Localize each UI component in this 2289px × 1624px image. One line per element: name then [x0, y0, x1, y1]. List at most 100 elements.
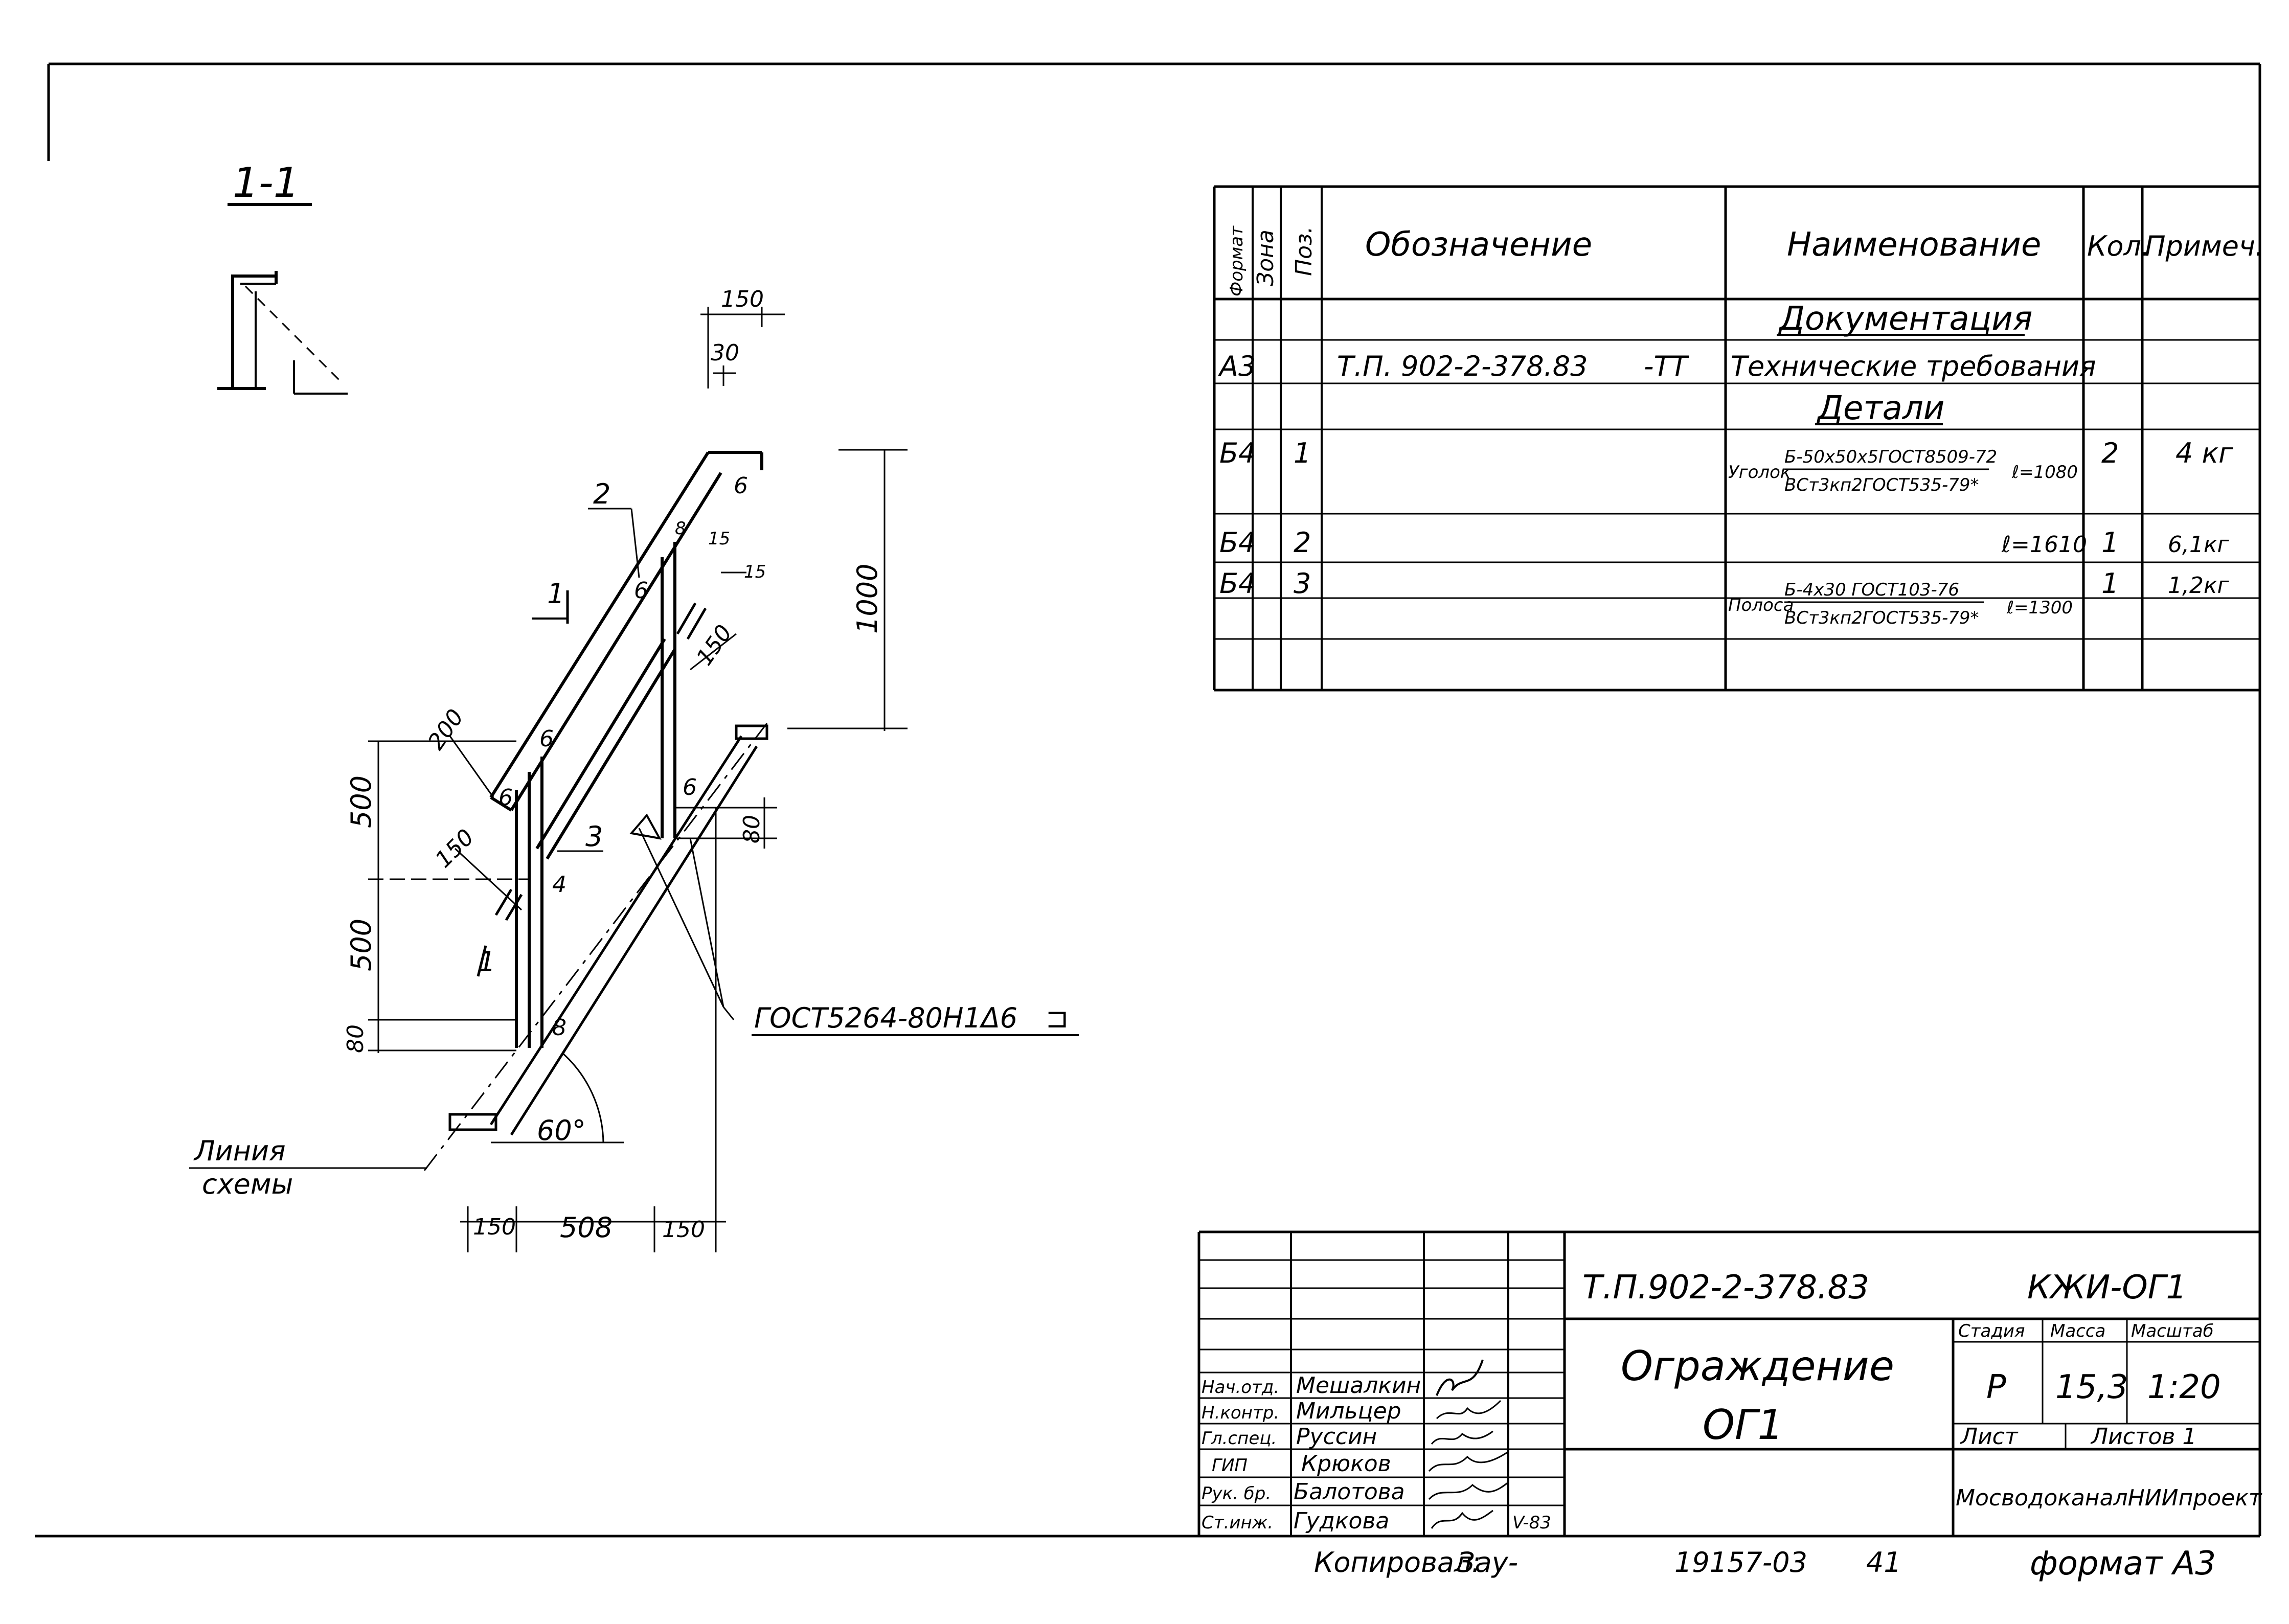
tb-sheet-label: Лист — [1960, 1424, 2019, 1450]
tb-title-2: ОГ1 — [1703, 1401, 1783, 1449]
dim-top: 150 30 — [700, 286, 785, 388]
dim-500-bot: 500 — [345, 919, 377, 971]
row3-qty: 1 — [2101, 567, 2119, 600]
tb-title-1: Ограждение — [1621, 1342, 1894, 1390]
row1-length: ℓ=1080 — [2011, 462, 2078, 483]
footer-inventory: 19157-03 — [1674, 1546, 1807, 1579]
cut-label-top: 1 — [547, 578, 564, 610]
dim-15b: 15 — [744, 562, 766, 582]
schema-label-1: Линия — [193, 1135, 286, 1167]
thk-label: 8 — [675, 518, 686, 539]
title-block: Т.П.902-2-378.83 КЖИ-ОГ1 Ограждение ОГ1 … — [1197, 1230, 2262, 1536]
schema-label-2: схемы — [202, 1168, 293, 1200]
tb-scale-label: Масштаб — [2131, 1321, 2214, 1341]
tb-organization: МосводоканалНИИпроект — [1956, 1485, 2262, 1511]
weld-leaders: ГОСТ5264-80Н1Δ6 ⊐ — [629, 813, 1079, 1036]
thk-label: 6 — [683, 774, 697, 800]
tb-mass-label: Масса — [2050, 1321, 2105, 1341]
dim-150-top: 150 — [721, 286, 764, 312]
sheet-frame — [35, 62, 2261, 1538]
stringer — [423, 723, 768, 1242]
header-note: Примеч. — [2145, 230, 2264, 262]
tb-role: Нач.отд. — [1202, 1377, 1279, 1398]
middle-rail — [494, 602, 707, 921]
row1-format: Б4 — [1219, 437, 1256, 469]
dim-150-b2: 150 — [662, 1217, 705, 1243]
tb-doc-number: Т.П.902-2-378.83 — [1582, 1269, 1869, 1307]
dim-1000: 1000 — [787, 449, 908, 731]
spec-table: Формат Зона Поз. Обозначение Наименовани… — [1213, 185, 2264, 692]
pos-2-label: 2 — [593, 478, 610, 510]
row0-designation: Т.П. 902-2-378.83 — [1337, 350, 1588, 382]
header-name: Наименование — [1787, 226, 2041, 264]
footer: Копировал: Зау- 19157-03 41 формат А3 — [1314, 1545, 2216, 1583]
dim-150-left: 150 — [430, 824, 523, 911]
row3-format: Б4 — [1219, 567, 1256, 600]
header-pos: Поз. — [1291, 226, 1317, 276]
dim-200: 200 — [423, 704, 494, 798]
tb-person: Крюков — [1301, 1451, 1391, 1477]
posts — [515, 542, 676, 1048]
dim-150-left-label: 150 — [430, 824, 479, 873]
row2-pos: 2 — [1294, 527, 1311, 559]
row3-pos: 3 — [1294, 567, 1311, 600]
dim-15a: 15 — [708, 529, 730, 549]
footer-format: формат А3 — [2030, 1545, 2216, 1583]
header-format: Формат — [1227, 225, 1247, 296]
row3-prefix: Полоса — [1728, 595, 1794, 615]
section-cuts: 1 1 — [477, 578, 569, 978]
thk-label: 6 — [734, 473, 748, 499]
tb-person: Руссин — [1296, 1424, 1377, 1450]
dim-150-b1: 150 — [473, 1214, 516, 1240]
row3-name-bottom: ВСт3кп2ГОСТ535-79* — [1784, 608, 1979, 628]
schema-line-callout: Линия схемы — [189, 1135, 427, 1200]
dim-150-mid: 150 — [690, 620, 737, 670]
signatures — [1428, 1359, 1509, 1529]
thickness-labels: 6 6 6 6 6 8 8 — [498, 473, 748, 1041]
dim-80-right: 80 — [675, 797, 777, 849]
header-zone: Зона — [1253, 230, 1279, 286]
tb-role: Н.контр. — [1202, 1403, 1279, 1423]
section-label: 1-1 — [233, 159, 300, 207]
dim-1000-label: 1000 — [851, 564, 883, 634]
tb-role: ГИП — [1212, 1455, 1248, 1476]
row2-note: 6,1кг — [2168, 532, 2230, 558]
row2-format: Б4 — [1219, 527, 1256, 559]
header-qty: Кол. — [2087, 230, 2150, 262]
row2-qty: 1 — [2101, 527, 2119, 559]
dim-30: 30 — [711, 340, 739, 366]
dim-200-label: 200 — [423, 704, 469, 754]
dim-angle: 60° — [491, 1052, 624, 1147]
row2-length: ℓ=1610 — [2001, 532, 2087, 558]
tb-stage: Р — [1986, 1368, 2006, 1406]
tb-role: Рук. бр. — [1202, 1483, 1271, 1504]
section-docs: Документация — [1778, 300, 2032, 338]
handrail — [489, 451, 763, 812]
thk-label: 6 — [539, 726, 554, 752]
thk-label: 8 — [552, 1015, 566, 1041]
tb-person: Балотова — [1294, 1479, 1405, 1505]
dim-80-right-label: 80 — [739, 815, 765, 843]
row0-code: -ТТ — [1644, 350, 1689, 382]
tb-mass: 15,3 — [2055, 1368, 2128, 1406]
row0-name: Технические требования — [1731, 350, 2096, 382]
dim-80-left: 80 — [343, 1024, 369, 1053]
tb-sheet-code: КЖИ-ОГ1 — [2027, 1269, 2187, 1307]
pos-3-label: 3 — [585, 820, 603, 853]
row3-note: 1,2кг — [2168, 573, 2230, 599]
tb-date: V-83 — [1512, 1513, 1551, 1533]
tb-sheets-label: Листов 1 — [2090, 1424, 2196, 1450]
dim-15: 15 15 — [708, 529, 766, 582]
row1-prefix: Уголок — [1728, 462, 1791, 483]
row3-name-top: Б-4х30 ГОСТ103-76 — [1784, 580, 1959, 600]
tb-person: Мешалкин — [1296, 1373, 1421, 1399]
section-view: 1-1 — [189, 159, 1079, 1252]
thk-label: 6 — [634, 578, 648, 604]
dim-60deg-label: 60° — [537, 1114, 586, 1147]
row1-name-top: Б-50х50х5ГОСТ8509-72 — [1784, 447, 1997, 467]
footer-copied: Копировал: — [1314, 1546, 1481, 1579]
weld-mark: ⊐ — [1046, 1002, 1069, 1034]
row3-length: ℓ=1300 — [2006, 598, 2073, 618]
row1-note: 4 кг — [2175, 437, 2233, 469]
